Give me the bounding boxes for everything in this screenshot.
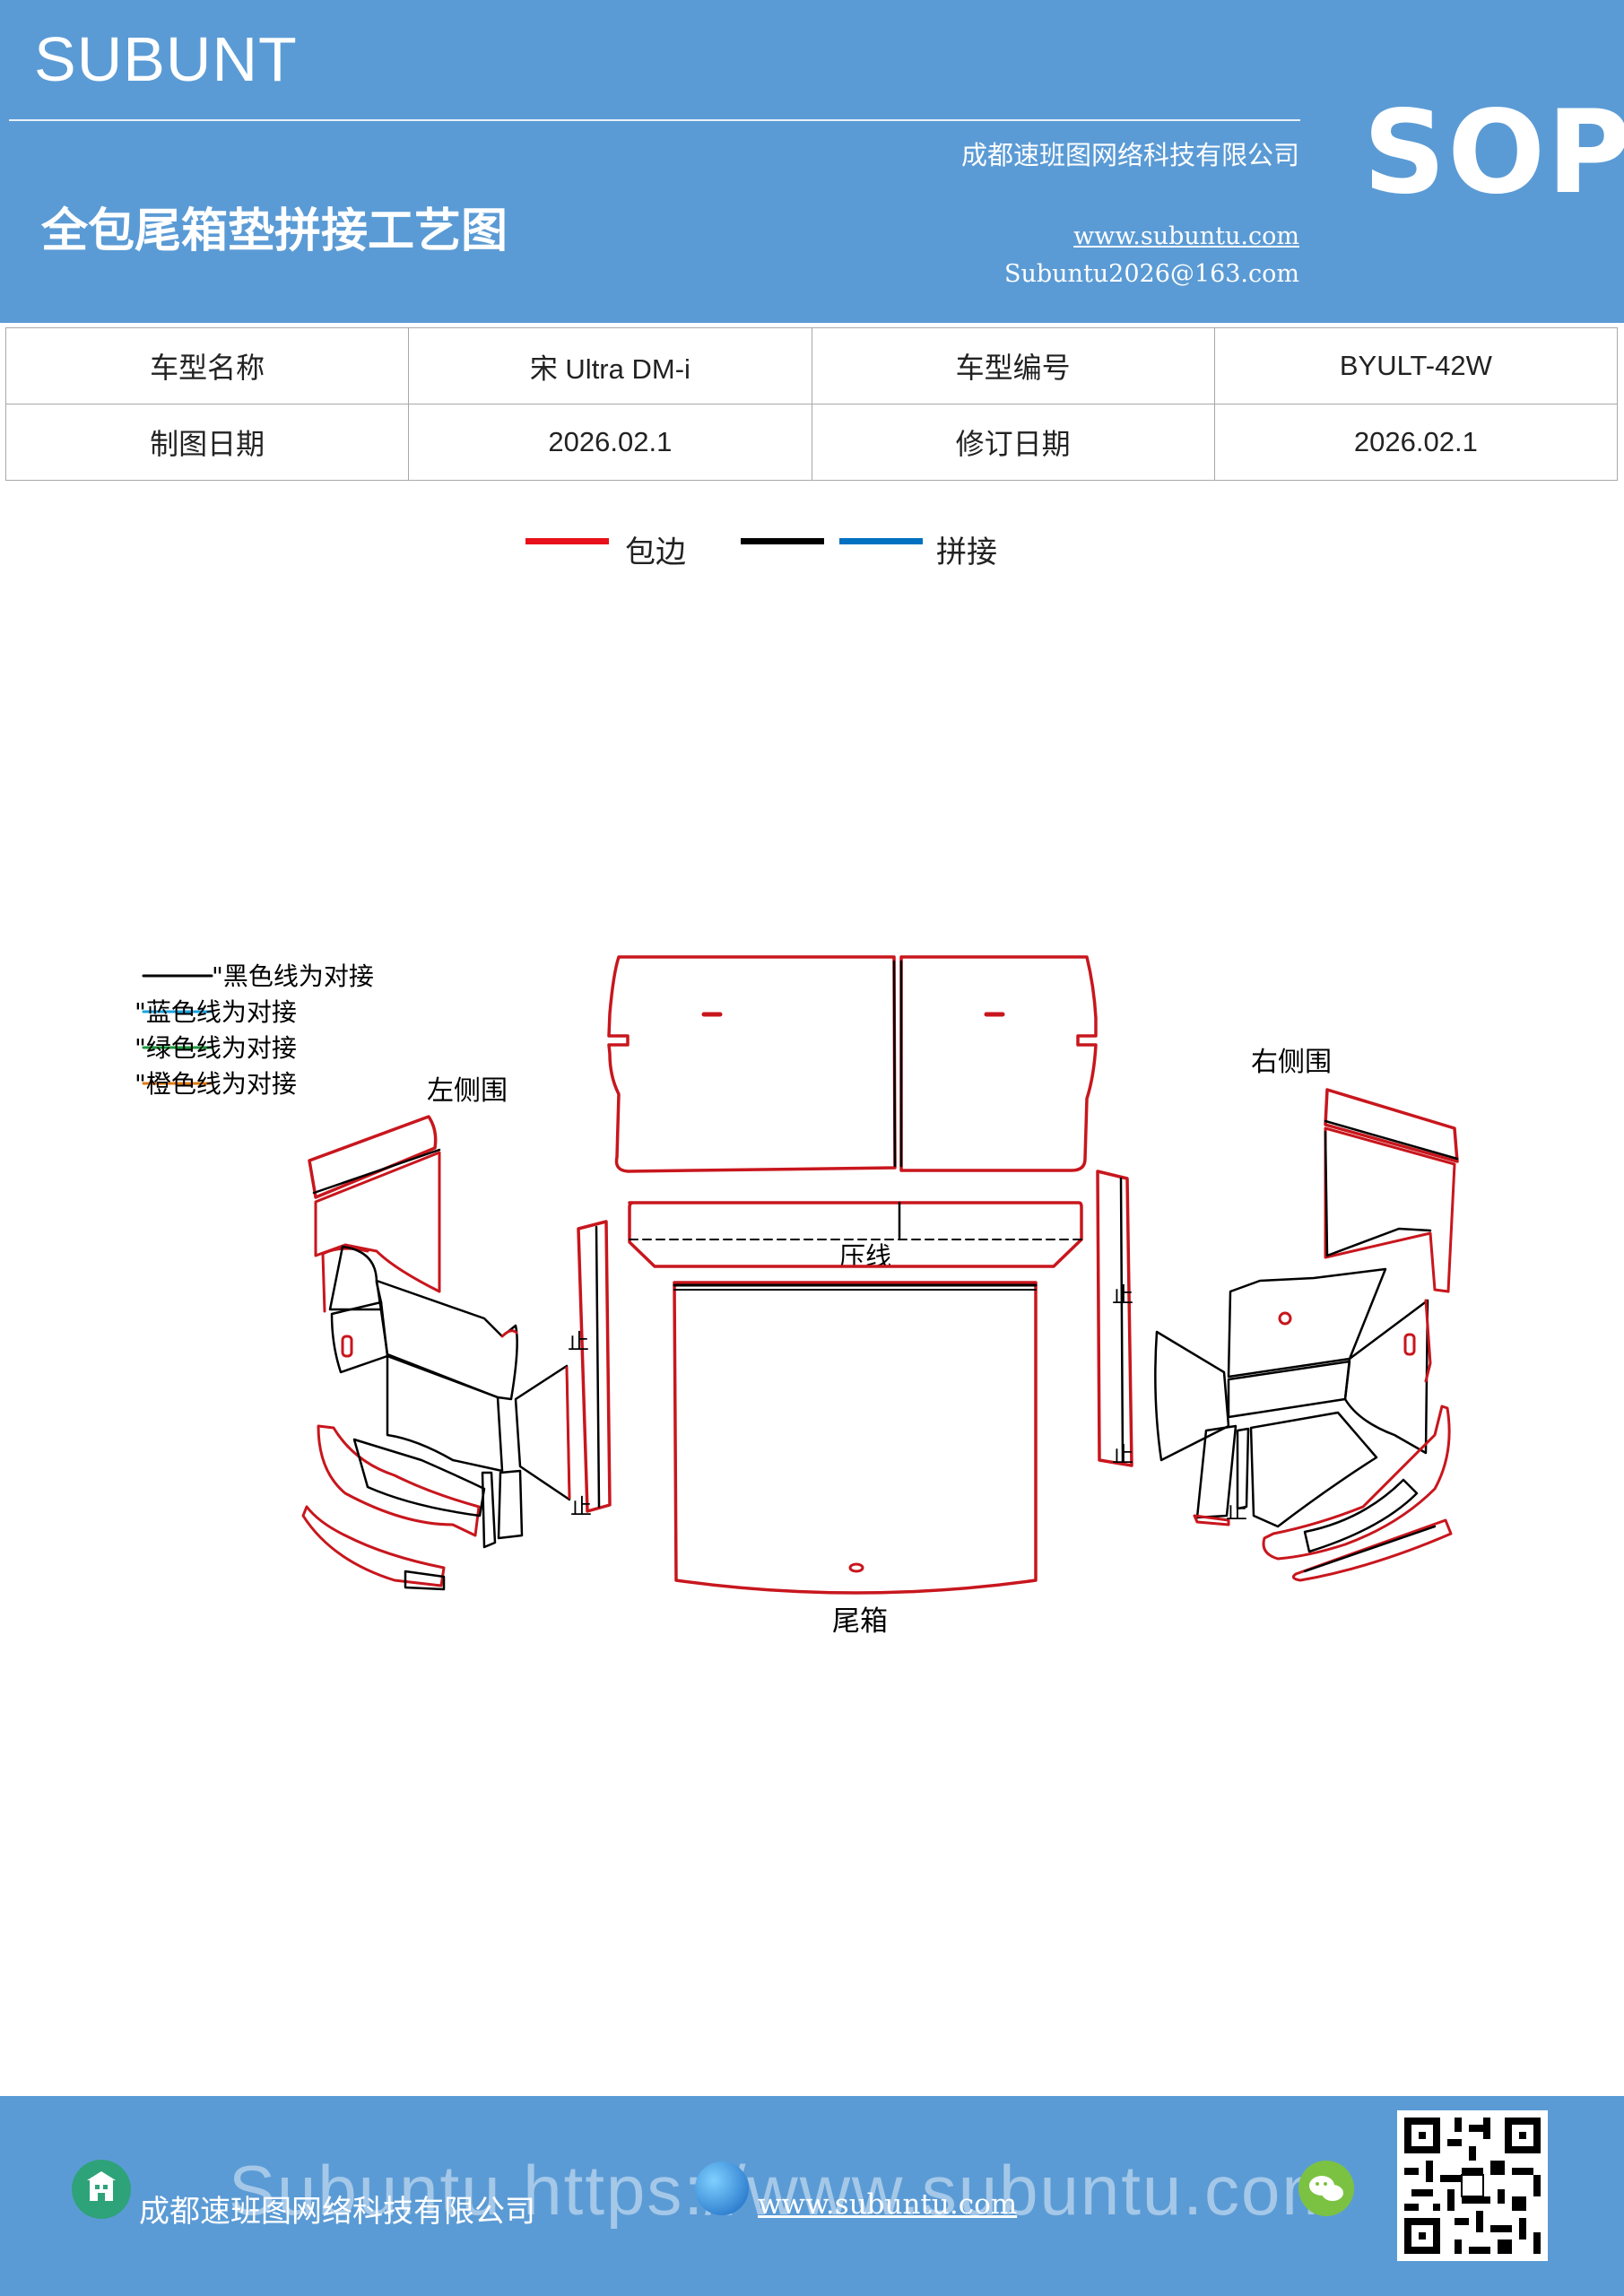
- brand-name: SUBUNT: [34, 24, 298, 94]
- document-title: 全包尾箱垫拼接工艺图: [41, 204, 508, 258]
- table-row: 车型名称 宋 Ultra DM-i 车型编号 BYULT-42W: [4, 327, 1619, 404]
- right-pillar-strip: 止 止: [1096, 1170, 1133, 1467]
- sop-badge: SOP: [1363, 86, 1624, 220]
- black-line-swatch: [741, 538, 824, 544]
- legend-green-label: "绿色线为对接: [135, 1033, 297, 1063]
- table-cell: 修订日期: [811, 404, 1215, 481]
- stop-mark: 止: [1112, 1283, 1133, 1308]
- footer-website-link[interactable]: www.subuntu.com: [758, 2188, 1018, 2221]
- footer-company-name: 成都速班图网络科技有限公司: [139, 2194, 535, 2230]
- right-side-panel: 止: [1154, 1088, 1459, 1582]
- company-name: 成都速班图网络科技有限公司: [960, 140, 1299, 170]
- qr-code: [1397, 2110, 1548, 2261]
- legend-blue-label: "蓝色线为对接: [135, 997, 297, 1027]
- color-legend: 包边 拼接: [0, 527, 1624, 572]
- table-cell: 宋 Ultra DM-i: [408, 327, 812, 404]
- stop-mark: 止: [1226, 1499, 1247, 1524]
- table-cell: 车型编号: [811, 327, 1215, 404]
- wechat-icon: [1298, 2161, 1354, 2216]
- stop-mark: 止: [1112, 1442, 1133, 1467]
- left-side-panel: [301, 1115, 571, 1591]
- join-legend-label: 拼接: [936, 535, 997, 570]
- email-address[interactable]: Subuntu2026@163.com: [1004, 260, 1299, 288]
- left-pillar-strip: 止 止: [568, 1220, 612, 1519]
- line-type-legend: "黑色线为对接 "蓝色线为对接 "绿色线为对接 "橙色线为对接: [135, 961, 374, 1099]
- table-cell: 制图日期: [4, 404, 410, 481]
- table-cell: 车型名称: [4, 327, 410, 404]
- left-side-label: 左侧围: [427, 1075, 508, 1107]
- stop-mark: 止: [570, 1494, 592, 1519]
- table-cell: BYULT-42W: [1213, 327, 1619, 404]
- trunk-floor-panel: [673, 1281, 1038, 1595]
- footer-banner: Subuntu https://www.subuntu.com 成都速班图网络科…: [0, 2096, 1624, 2296]
- vehicle-info-table: 车型名称 宋 Ultra DM-i 车型编号 BYULT-42W 制图日期 20…: [4, 327, 1619, 481]
- table-row: 制图日期 2026.02.1 修订日期 2026.02.1: [4, 404, 1619, 481]
- website-link[interactable]: www.subuntu.com: [1073, 222, 1299, 250]
- table-cell: 2026.02.1: [1213, 404, 1619, 481]
- legend-orange-label: "橙色线为对接: [135, 1069, 297, 1099]
- seat-back-right-panel: [899, 955, 1098, 1172]
- building-icon: [72, 2160, 131, 2219]
- header-banner: SUBUNT 全包尾箱垫拼接工艺图 成都速班图网络科技有限公司 www.subu…: [0, 0, 1624, 323]
- edge-line-swatch: [525, 538, 609, 544]
- trunk-mat-diagram: "黑色线为对接 "蓝色线为对接 "绿色线为对接 "橙色线为对接 左侧围 右侧围 …: [135, 955, 1459, 1638]
- trunk-label: 尾箱: [832, 1605, 888, 1638]
- seat-back-left-panel: [607, 955, 897, 1173]
- press-line-strip: [628, 1201, 1083, 1268]
- header-divider: [9, 119, 1300, 121]
- edge-legend-label: 包边: [625, 535, 686, 570]
- right-side-label: 右侧围: [1251, 1047, 1332, 1078]
- legend-black-label: "黑色线为对接: [212, 961, 374, 991]
- join-line-swatch: [839, 538, 923, 544]
- stop-mark: 止: [568, 1329, 589, 1354]
- globe-icon: [695, 2161, 749, 2215]
- table-cell: 2026.02.1: [408, 404, 812, 481]
- footer-watermark: Subuntu https://www.subuntu.com: [229, 2151, 1342, 2230]
